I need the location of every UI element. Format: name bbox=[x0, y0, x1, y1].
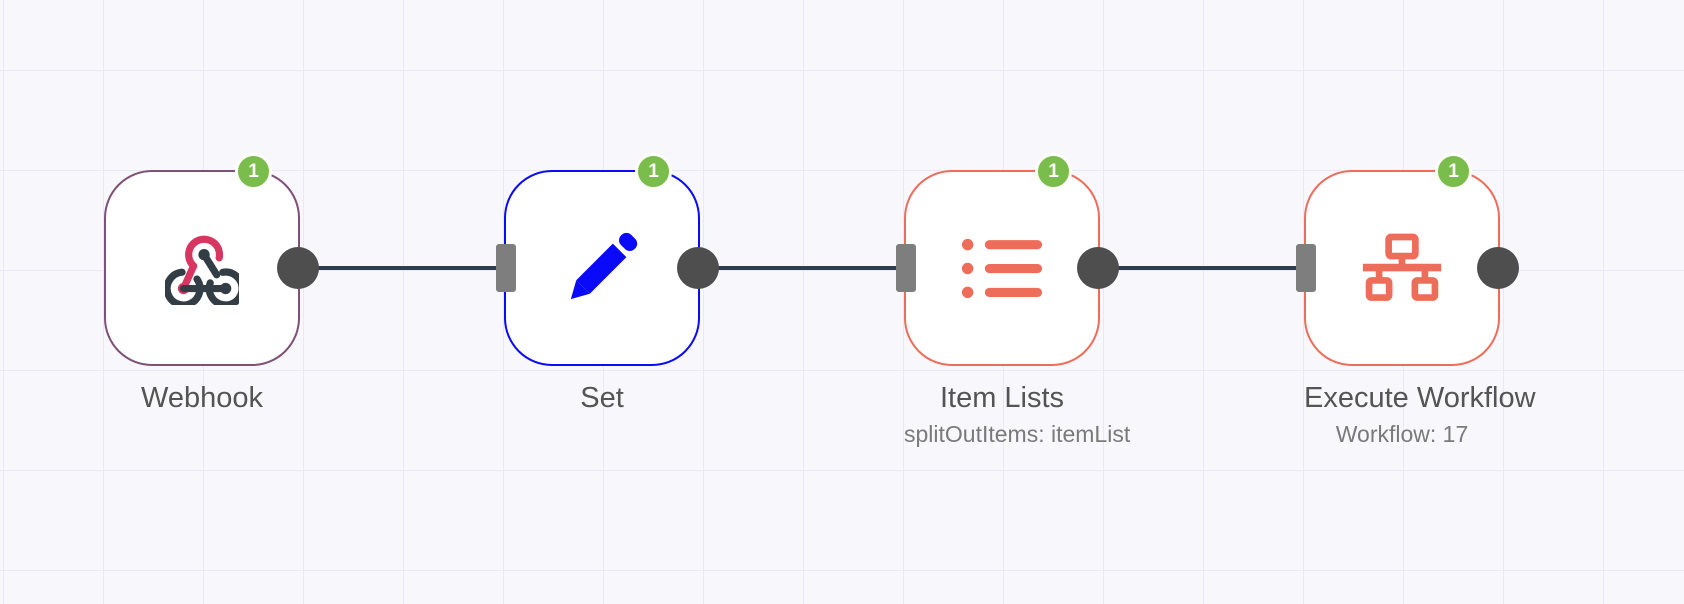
output-endpoint[interactable] bbox=[1077, 247, 1119, 289]
node-item-lists: 1 Item Lists splitOutItems: itemList bbox=[896, 153, 1131, 447]
node-set: 1 Set bbox=[496, 153, 719, 422]
list-icon bbox=[961, 238, 1043, 298]
input-endpoint[interactable] bbox=[496, 244, 516, 292]
input-endpoint[interactable] bbox=[896, 244, 916, 292]
connection-set-item-lists[interactable] bbox=[700, 266, 904, 270]
node-webhook-box[interactable]: 1 bbox=[104, 153, 319, 366]
input-endpoint[interactable] bbox=[1296, 244, 1316, 292]
node-set-box[interactable]: 1 bbox=[496, 153, 719, 366]
node-execute-workflow-box[interactable]: 1 bbox=[1296, 153, 1519, 366]
items-count: 1 bbox=[1048, 160, 1059, 182]
items-count: 1 bbox=[248, 160, 259, 182]
output-endpoint[interactable] bbox=[277, 247, 319, 289]
connection-item-lists-execute-workflow[interactable] bbox=[1100, 266, 1304, 270]
node-item-lists-box[interactable]: 1 bbox=[896, 153, 1119, 366]
node-title: Set bbox=[580, 382, 624, 414]
items-count: 1 bbox=[1448, 160, 1459, 182]
node-title: Item Lists bbox=[939, 382, 1065, 414]
node-execute-workflow: 1 Execute Workflow Workflow: 17 bbox=[1296, 153, 1536, 447]
items-count-badge: 1 bbox=[1035, 153, 1072, 190]
items-count-badge: 1 bbox=[635, 153, 672, 190]
output-endpoint[interactable] bbox=[677, 247, 719, 289]
node-subtitle: Workflow: 17 bbox=[1335, 420, 1469, 447]
items-count-badge: 1 bbox=[1435, 153, 1472, 190]
items-count-badge: 1 bbox=[235, 153, 272, 190]
node-title: Webhook bbox=[141, 382, 263, 414]
webhook-icon bbox=[165, 235, 239, 305]
sitemap-icon bbox=[1362, 233, 1442, 301]
items-count: 1 bbox=[648, 160, 659, 182]
node-title: Execute Workflow bbox=[1304, 382, 1536, 414]
pencil-icon bbox=[570, 232, 638, 300]
output-endpoint[interactable] bbox=[1477, 247, 1519, 289]
node-webhook: 1 Webhook bbox=[104, 153, 319, 422]
node-subtitle: splitOutItems: itemList bbox=[904, 420, 1131, 447]
connection-webhook-set[interactable] bbox=[300, 266, 504, 270]
